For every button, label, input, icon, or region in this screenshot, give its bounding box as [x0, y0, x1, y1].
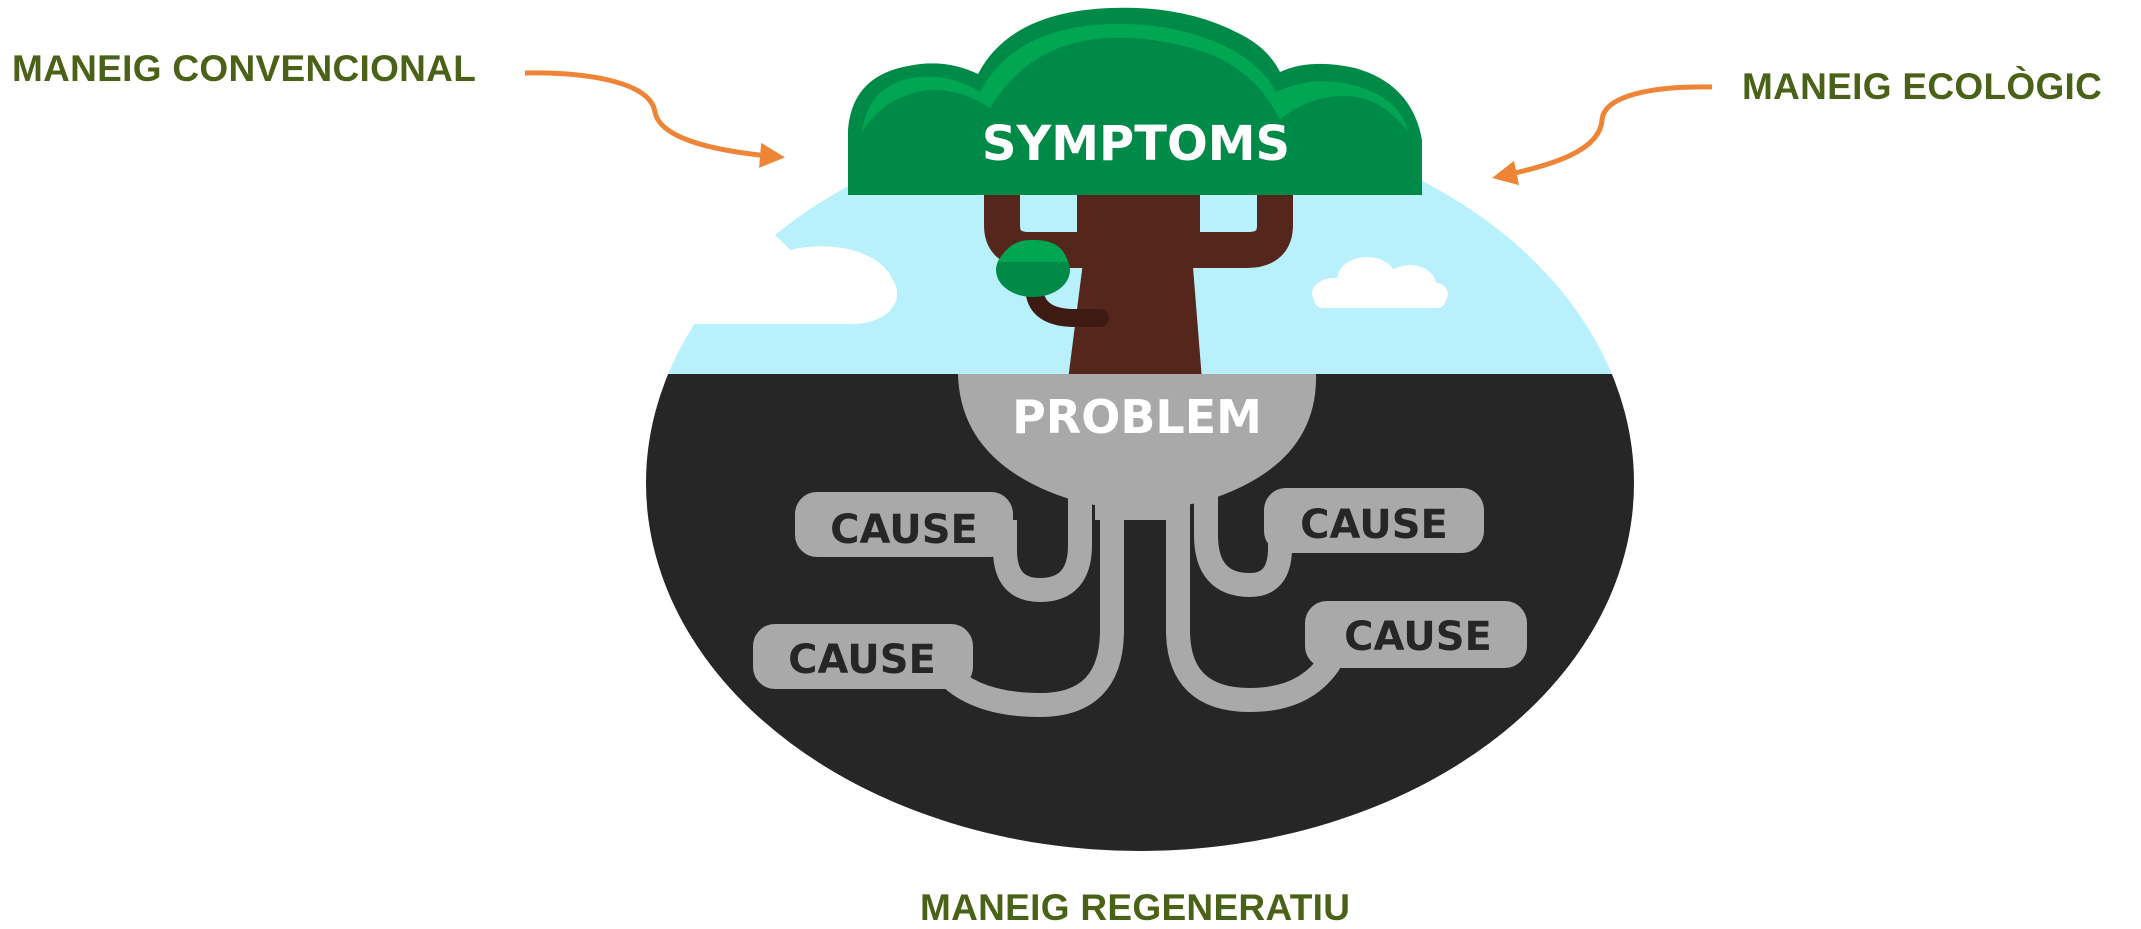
arrow-conventional	[525, 73, 780, 157]
cause-text-2: CAUSE	[1300, 502, 1448, 548]
symptoms-text: SYMPTOMS	[982, 116, 1290, 172]
cause-text-4: CAUSE	[1344, 614, 1492, 660]
problem-text: PROBLEM	[1012, 390, 1262, 444]
cause-text-3: CAUSE	[788, 637, 936, 683]
cause-text-1: CAUSE	[830, 507, 978, 553]
tree-crown: SYMPTOMS	[848, 8, 1422, 195]
arrow-ecological	[1497, 87, 1712, 177]
